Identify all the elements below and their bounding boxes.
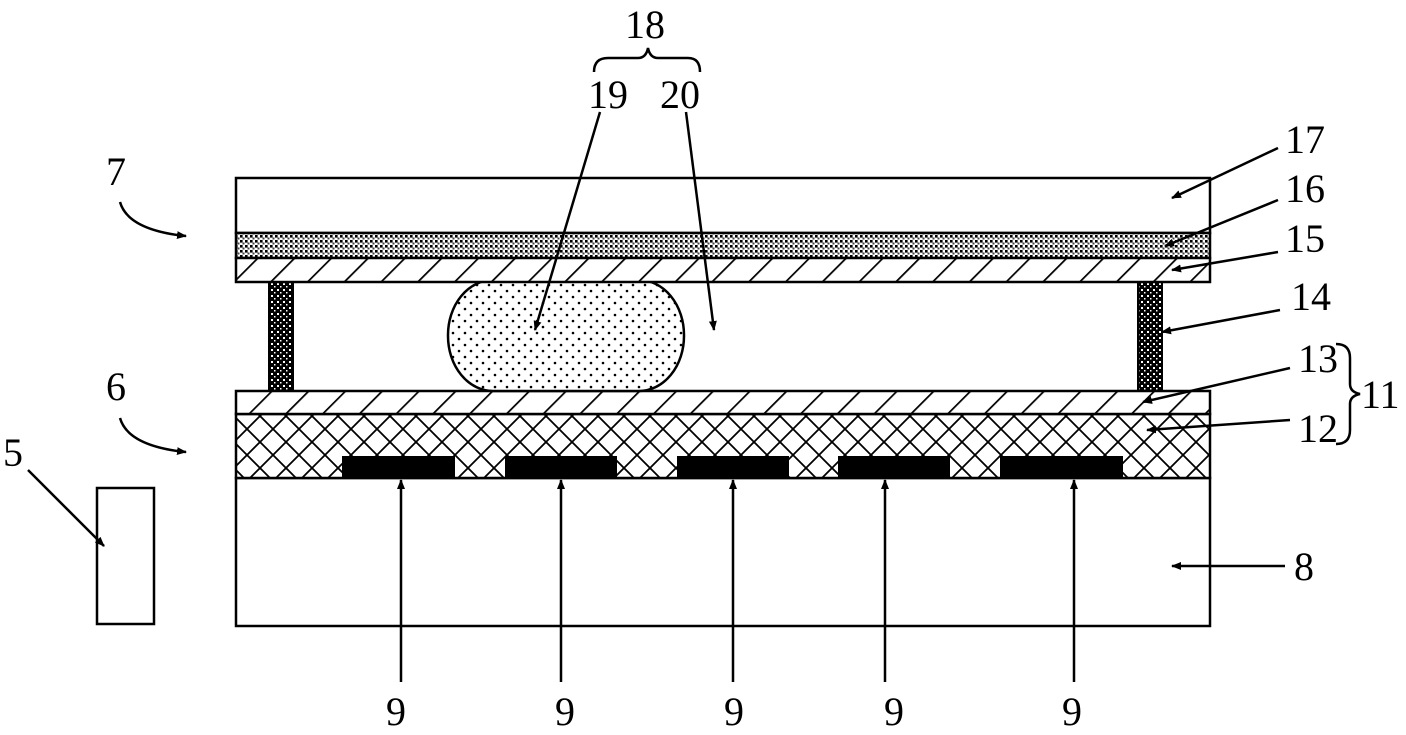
brace-18 [592, 47, 702, 73]
layer-15 [234, 256, 1212, 284]
arrow-7 [118, 201, 187, 240]
label-9-d: 9 [884, 689, 904, 734]
labels: 5 6 7 8 9 9 9 9 9 11 12 13 14 15 16 17 1… [3, 2, 1400, 734]
electrode-9-e [1000, 456, 1123, 478]
component-5-box [95, 486, 156, 626]
arrow-13 [1142, 366, 1291, 404]
label-9-a: 9 [386, 689, 406, 734]
arrow-20 [684, 111, 717, 331]
label-9-b: 9 [555, 689, 575, 734]
label-12: 12 [1298, 406, 1338, 451]
label-11: 11 [1361, 372, 1400, 417]
label-9-e: 9 [1062, 689, 1082, 734]
layer-13 [234, 389, 1212, 416]
label-19: 19 [588, 72, 628, 117]
substrate-layer-8 [234, 476, 1212, 628]
layer-16 [234, 231, 1212, 260]
electrode-9-b [505, 456, 617, 478]
label-16: 16 [1285, 166, 1325, 211]
arrow-17 [1171, 146, 1279, 200]
label-18: 18 [625, 2, 665, 47]
spacer-14-left [268, 281, 294, 392]
arrow-19 [533, 111, 602, 331]
arrow-6 [118, 417, 187, 456]
label-15: 15 [1285, 216, 1325, 261]
arrow-14 [1161, 308, 1281, 335]
label-5: 5 [3, 430, 23, 475]
label-17: 17 [1285, 117, 1325, 162]
arrow-5 [27, 469, 105, 547]
label-13: 13 [1298, 336, 1338, 381]
label-7: 7 [106, 149, 126, 194]
droplet-19 [446, 278, 686, 393]
electrode-9-a [342, 456, 455, 478]
electrode-9-d [838, 456, 950, 478]
arrow-16 [1164, 198, 1279, 248]
leader-arrows [27, 47, 1361, 682]
label-14: 14 [1291, 274, 1331, 319]
arrow-12 [1146, 418, 1291, 434]
electrode-9-c [677, 456, 789, 478]
brace-11 [1335, 342, 1361, 446]
label-9-c: 9 [724, 689, 744, 734]
spacer-14-right [1137, 281, 1163, 392]
label-6: 6 [106, 364, 126, 409]
layer-17 [234, 176, 1212, 235]
label-20: 20 [660, 72, 700, 117]
arrow-15 [1171, 250, 1279, 273]
label-8: 8 [1294, 544, 1314, 589]
